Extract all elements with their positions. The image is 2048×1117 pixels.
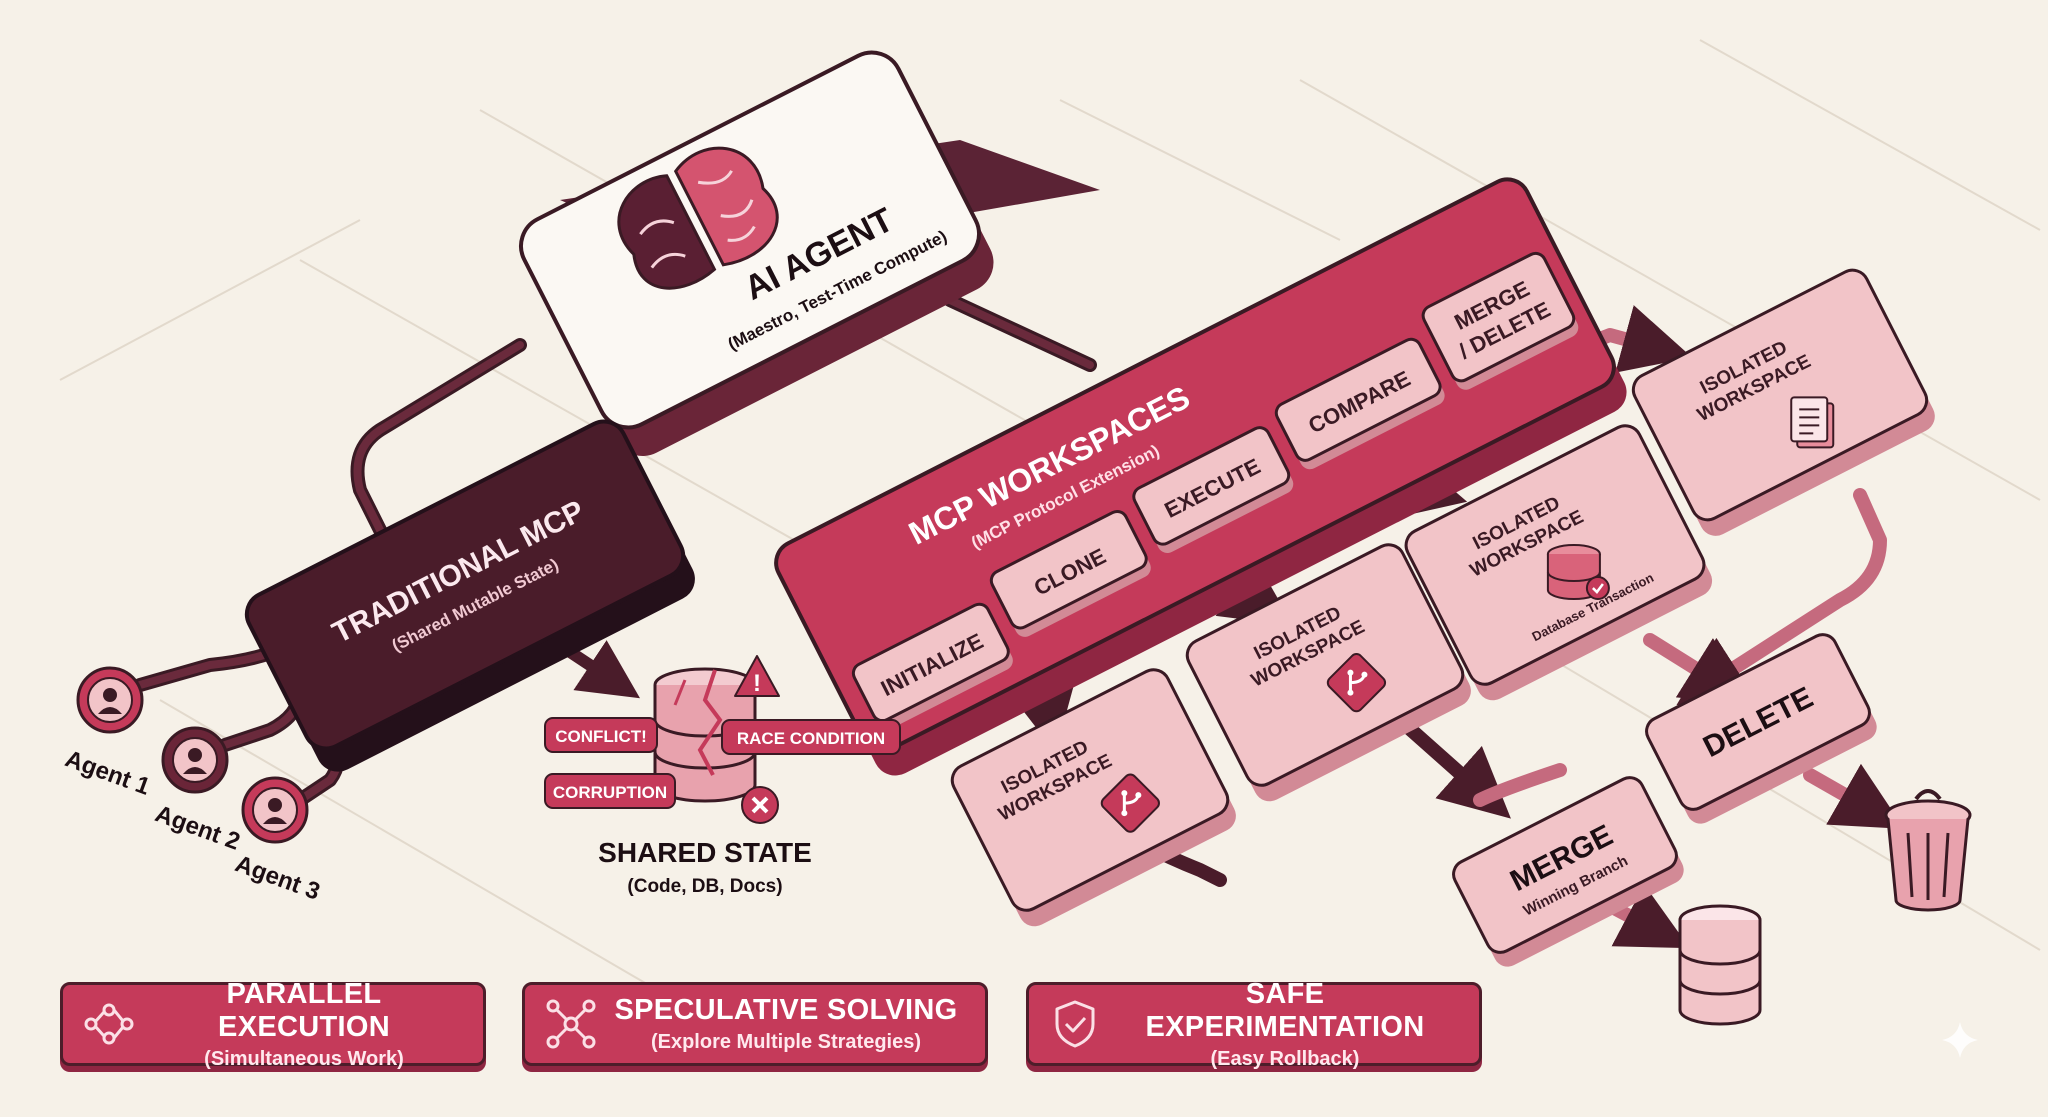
feature-title: PARALLEL EXECUTION — [218, 977, 390, 1043]
op-execute-button[interactable]: EXECUTE — [1130, 424, 1296, 556]
agent-1-label: Agent 1 — [62, 745, 154, 800]
agent-2-label: Agent 2 — [152, 800, 244, 855]
agent-3-label: Agent 3 — [232, 850, 324, 905]
document-icon — [1790, 396, 1835, 449]
cracked-database-icon — [653, 667, 757, 803]
user-icon — [263, 798, 287, 824]
delete-card[interactable]: DELETE — [1642, 630, 1882, 829]
op-clone-button[interactable]: CLONE — [988, 508, 1154, 640]
parallel-flow-icon — [84, 1003, 134, 1045]
trash-can-icon — [1884, 789, 1972, 912]
corruption-tag: CORRUPTION — [544, 773, 676, 809]
feature-title: SPECULATIVE SOLVING — [614, 994, 958, 1026]
merge-card[interactable]: MERGE Winning Branch — [1449, 773, 1689, 972]
isolated-workspace-document[interactable]: ISOLATED WORKSPACE — [1628, 265, 1940, 542]
feature-subtitle: (Simultaneous Work) — [204, 1047, 404, 1070]
feature-subtitle: (Explore Multiple Strategies) — [650, 1031, 922, 1053]
shield-check-icon — [1055, 1000, 1095, 1048]
svg-text:CORRUPTION: CORRUPTION — [553, 783, 667, 802]
mcp-workspaces-bar[interactable]: MCP WORKSPACES (MCP Protocol Extension) … — [769, 172, 1635, 783]
feature-title: SAFE EXPERIMENTATION — [1145, 977, 1425, 1043]
feature-subtitle: (Easy Rollback) — [1210, 1047, 1360, 1070]
warning-icon: ! — [734, 655, 780, 697]
user-icon — [98, 688, 122, 714]
feature-parallel-execution[interactable]: PARALLEL EXECUTION (Simultaneous Work) — [60, 978, 486, 1070]
error-x-icon — [741, 786, 779, 824]
git-branch-icon — [1326, 653, 1387, 713]
shared-state: ! CONFLICT! RACE CONDITION CORRUPTION SH… — [544, 655, 901, 897]
isolated-workspace-git-2[interactable]: ISOLATED WORKSPACE — [1182, 539, 1477, 807]
agent-1[interactable]: Agent 1 — [62, 666, 154, 801]
race-condition-tag: RACE CONDITION — [721, 719, 901, 755]
op-merge-delete-button[interactable]: MERGE / DELETE — [1420, 250, 1582, 393]
git-branch-icon — [1100, 773, 1160, 833]
database-icon — [1678, 904, 1762, 1026]
conflict-tag: CONFLICT! — [544, 717, 658, 753]
sparkle-icon — [1942, 1022, 1978, 1058]
svg-text:RACE CONDITION: RACE CONDITION — [737, 729, 885, 748]
feature-safe-experimentation[interactable]: SAFE EXPERIMENTATION (Easy Rollback) — [1026, 978, 1482, 1070]
feature-speculative-solving[interactable]: SPECULATIVE SOLVING (Explore Multiple St… — [522, 982, 988, 1066]
brain-icon — [617, 146, 779, 290]
ai-agent-card[interactable]: AI AGENT (Maestro, Test-Time Compute) — [511, 42, 1100, 466]
op-compare-button[interactable]: COMPARE — [1273, 336, 1448, 473]
traditional-mcp-card[interactable]: TRADITIONAL MCP (Shared Mutable State) — [239, 414, 702, 779]
shared-state-subtitle: (Code, DB, Docs) — [627, 876, 782, 897]
network-nodes-icon — [546, 999, 596, 1049]
svg-text:CONFLICT!: CONFLICT! — [555, 727, 647, 746]
shared-state-title: SHARED STATE — [598, 837, 812, 868]
svg-text:!: ! — [753, 670, 761, 697]
database-check-icon — [1546, 544, 1610, 601]
isolated-workspace-git-1[interactable]: ISOLATED WORKSPACE — [947, 664, 1242, 932]
user-icon — [183, 748, 207, 774]
